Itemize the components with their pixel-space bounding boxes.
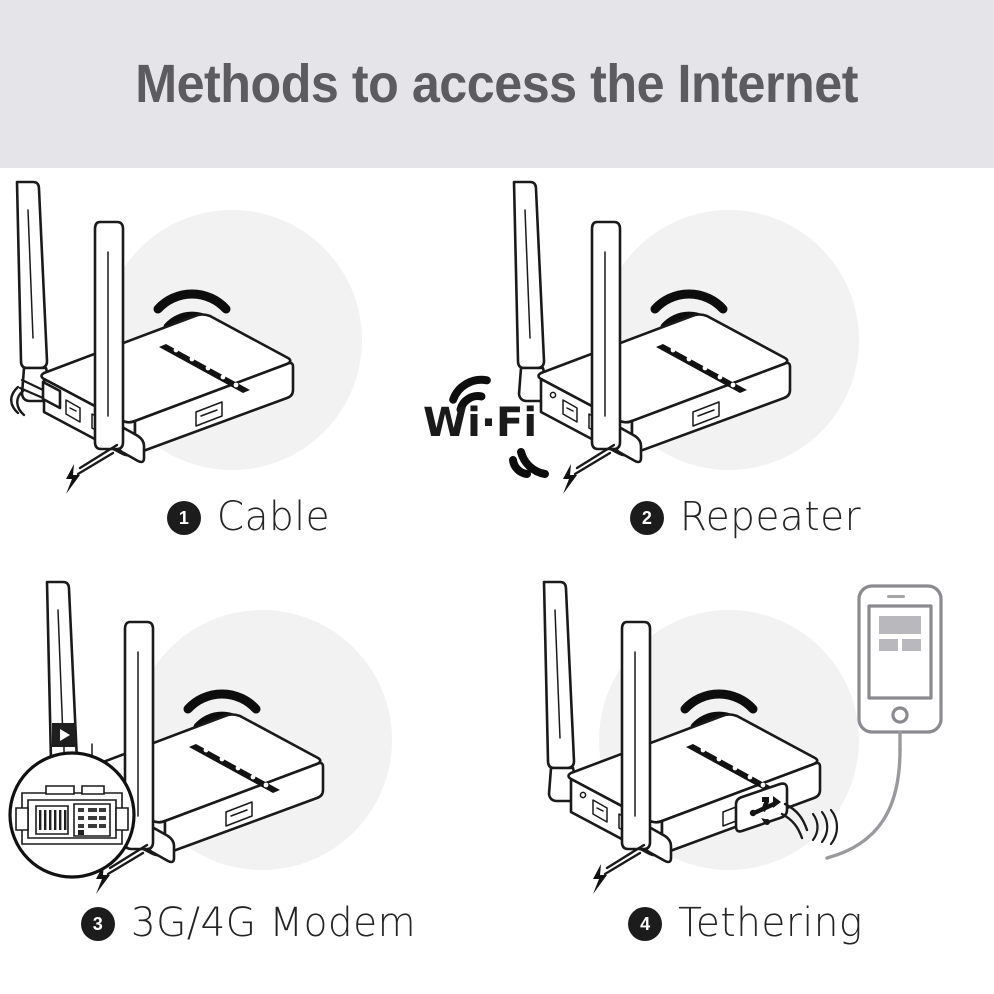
phone-speaker — [887, 595, 905, 598]
caption-3g4g-modem: 3 3G/4G Modem — [0, 901, 497, 946]
caption-cable: 1 Cable — [0, 495, 497, 540]
wifi-logo-text: Wi·Fi — [423, 400, 537, 446]
antenna-rear-icon — [15, 180, 54, 403]
method-panel-tethering[interactable]: 4 Tethering — [497, 568, 994, 968]
method-panel-repeater[interactable]: Wi·Fi 2 Repeater — [423, 168, 994, 568]
usb-plug-icon[interactable] — [722, 782, 839, 846]
step-number-badge: 3 — [80, 906, 115, 941]
magnifier-icon[interactable] — [8, 743, 136, 879]
power-cable-icon — [66, 443, 119, 494]
play-badge-icon[interactable] — [52, 723, 76, 747]
led-strip-icon — [189, 744, 280, 793]
page-header: Methods to access the Internet — [0, 0, 994, 168]
step-number-badge: 1 — [166, 500, 201, 535]
method-label-tethering: Tethering — [678, 900, 863, 947]
led-strip-icon — [686, 744, 777, 793]
antenna-front-icon — [123, 620, 155, 851]
antenna-rear-icon — [542, 580, 581, 803]
caption-tethering: 4 Tethering — [497, 901, 994, 946]
method-panel-3g4g-modem[interactable]: 3 3G/4G Modem — [0, 568, 497, 968]
step-number-badge: 4 — [628, 906, 663, 941]
router-illustration-repeater: Wi·Fi — [423, 168, 994, 523]
method-label-3g4g-modem: 3G/4G Modem — [130, 900, 417, 947]
antenna-front-icon — [620, 620, 652, 851]
phone-home-button[interactable] — [891, 706, 909, 724]
usb-symbol-icon — [749, 796, 781, 825]
antenna-rear-icon — [512, 180, 551, 403]
wifi-logo-icon: Wi·Fi — [423, 375, 549, 478]
method-panel-cable[interactable]: 1 Cable — [0, 168, 497, 568]
power-cable-icon — [593, 843, 646, 894]
led-strip-icon — [656, 344, 747, 393]
method-label-repeater: Repeater — [679, 494, 862, 541]
usb-port-icon — [195, 401, 223, 427]
smartphone-icon[interactable] — [825, 584, 943, 860]
router-illustration-modem — [0, 568, 497, 923]
power-cable-icon — [96, 843, 149, 894]
methods-grid: 1 Cable — [0, 168, 994, 994]
antenna-front-icon — [590, 220, 622, 451]
usb-port-icon — [692, 401, 720, 427]
ethernet-cable-icon[interactable] — [10, 378, 62, 417]
usb-port-icon — [225, 801, 253, 827]
router-illustration-tethering — [497, 568, 994, 923]
phone-screen-block — [879, 616, 921, 634]
step-number-badge: 2 — [629, 500, 664, 535]
power-cable-icon — [563, 443, 616, 494]
led-strip-icon — [159, 344, 250, 393]
router-illustration-cable — [0, 168, 497, 523]
caption-repeater: 2 Repeater — [497, 495, 994, 540]
page-title: Methods to access the Internet — [135, 54, 859, 114]
method-label-cable: Cable — [216, 494, 331, 541]
antenna-front-icon — [93, 220, 125, 451]
